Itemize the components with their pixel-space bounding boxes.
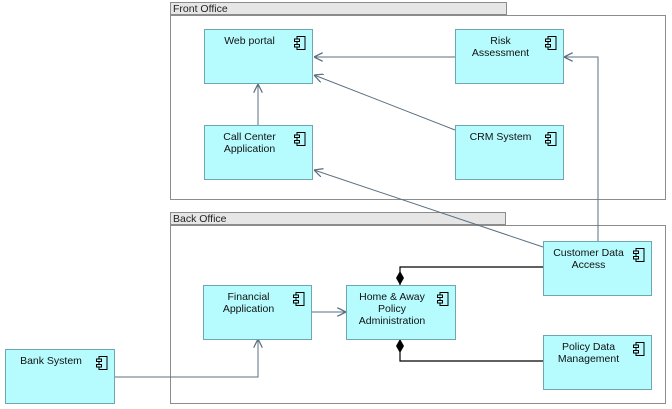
home-away-policy-component[interactable]: Home & Away Policy Administration xyxy=(346,285,456,340)
financial-application-component[interactable]: Financial Application xyxy=(203,285,312,340)
component-label: Bank System xyxy=(20,355,82,367)
component-label: Web portal xyxy=(224,35,275,47)
component-label: Home & Away Policy Administration xyxy=(358,291,426,327)
composition-diamond-bottom xyxy=(396,339,404,353)
component-icon xyxy=(545,36,557,50)
policy-data-management-component[interactable]: Policy Data Management xyxy=(543,335,652,390)
front-office-group-title: Front Office xyxy=(170,2,507,15)
composition-homeaway-policydata[interactable] xyxy=(399,339,543,362)
component-label: CRM System xyxy=(469,131,532,143)
component-icon xyxy=(437,292,449,306)
flow-customerdata-to-callcenter[interactable] xyxy=(314,170,544,248)
component-icon xyxy=(633,342,645,356)
flow-customerdata-to-risk[interactable] xyxy=(564,57,599,241)
component-icon xyxy=(545,132,557,146)
component-icon xyxy=(96,356,108,370)
bank-system-component[interactable]: Bank System xyxy=(5,349,115,404)
back-office-group-title: Back Office xyxy=(170,212,506,225)
component-label: Customer Data Access xyxy=(553,247,624,271)
composition-diamond-top xyxy=(396,271,404,285)
component-label: Call Center Application xyxy=(223,131,276,155)
component-icon xyxy=(293,292,305,306)
customer-data-access-component[interactable]: Customer Data Access xyxy=(543,241,652,296)
component-label: Financial Application xyxy=(222,291,275,315)
component-icon xyxy=(294,36,306,50)
web-portal-component[interactable]: Web portal xyxy=(204,29,313,84)
component-label: Policy Data Management xyxy=(557,341,620,365)
flow-bank-to-financial[interactable] xyxy=(114,339,258,378)
component-icon xyxy=(294,132,306,146)
composition-homeaway-customerdata[interactable] xyxy=(399,266,543,285)
flow-crm-to-webportal[interactable] xyxy=(314,75,456,131)
crm-system-component[interactable]: CRM System xyxy=(455,125,564,180)
component-label: Risk Assessment xyxy=(471,35,530,59)
component-icon xyxy=(633,248,645,262)
risk-assessment-component[interactable]: Risk Assessment xyxy=(455,29,564,84)
call-center-component[interactable]: Call Center Application xyxy=(204,125,313,180)
